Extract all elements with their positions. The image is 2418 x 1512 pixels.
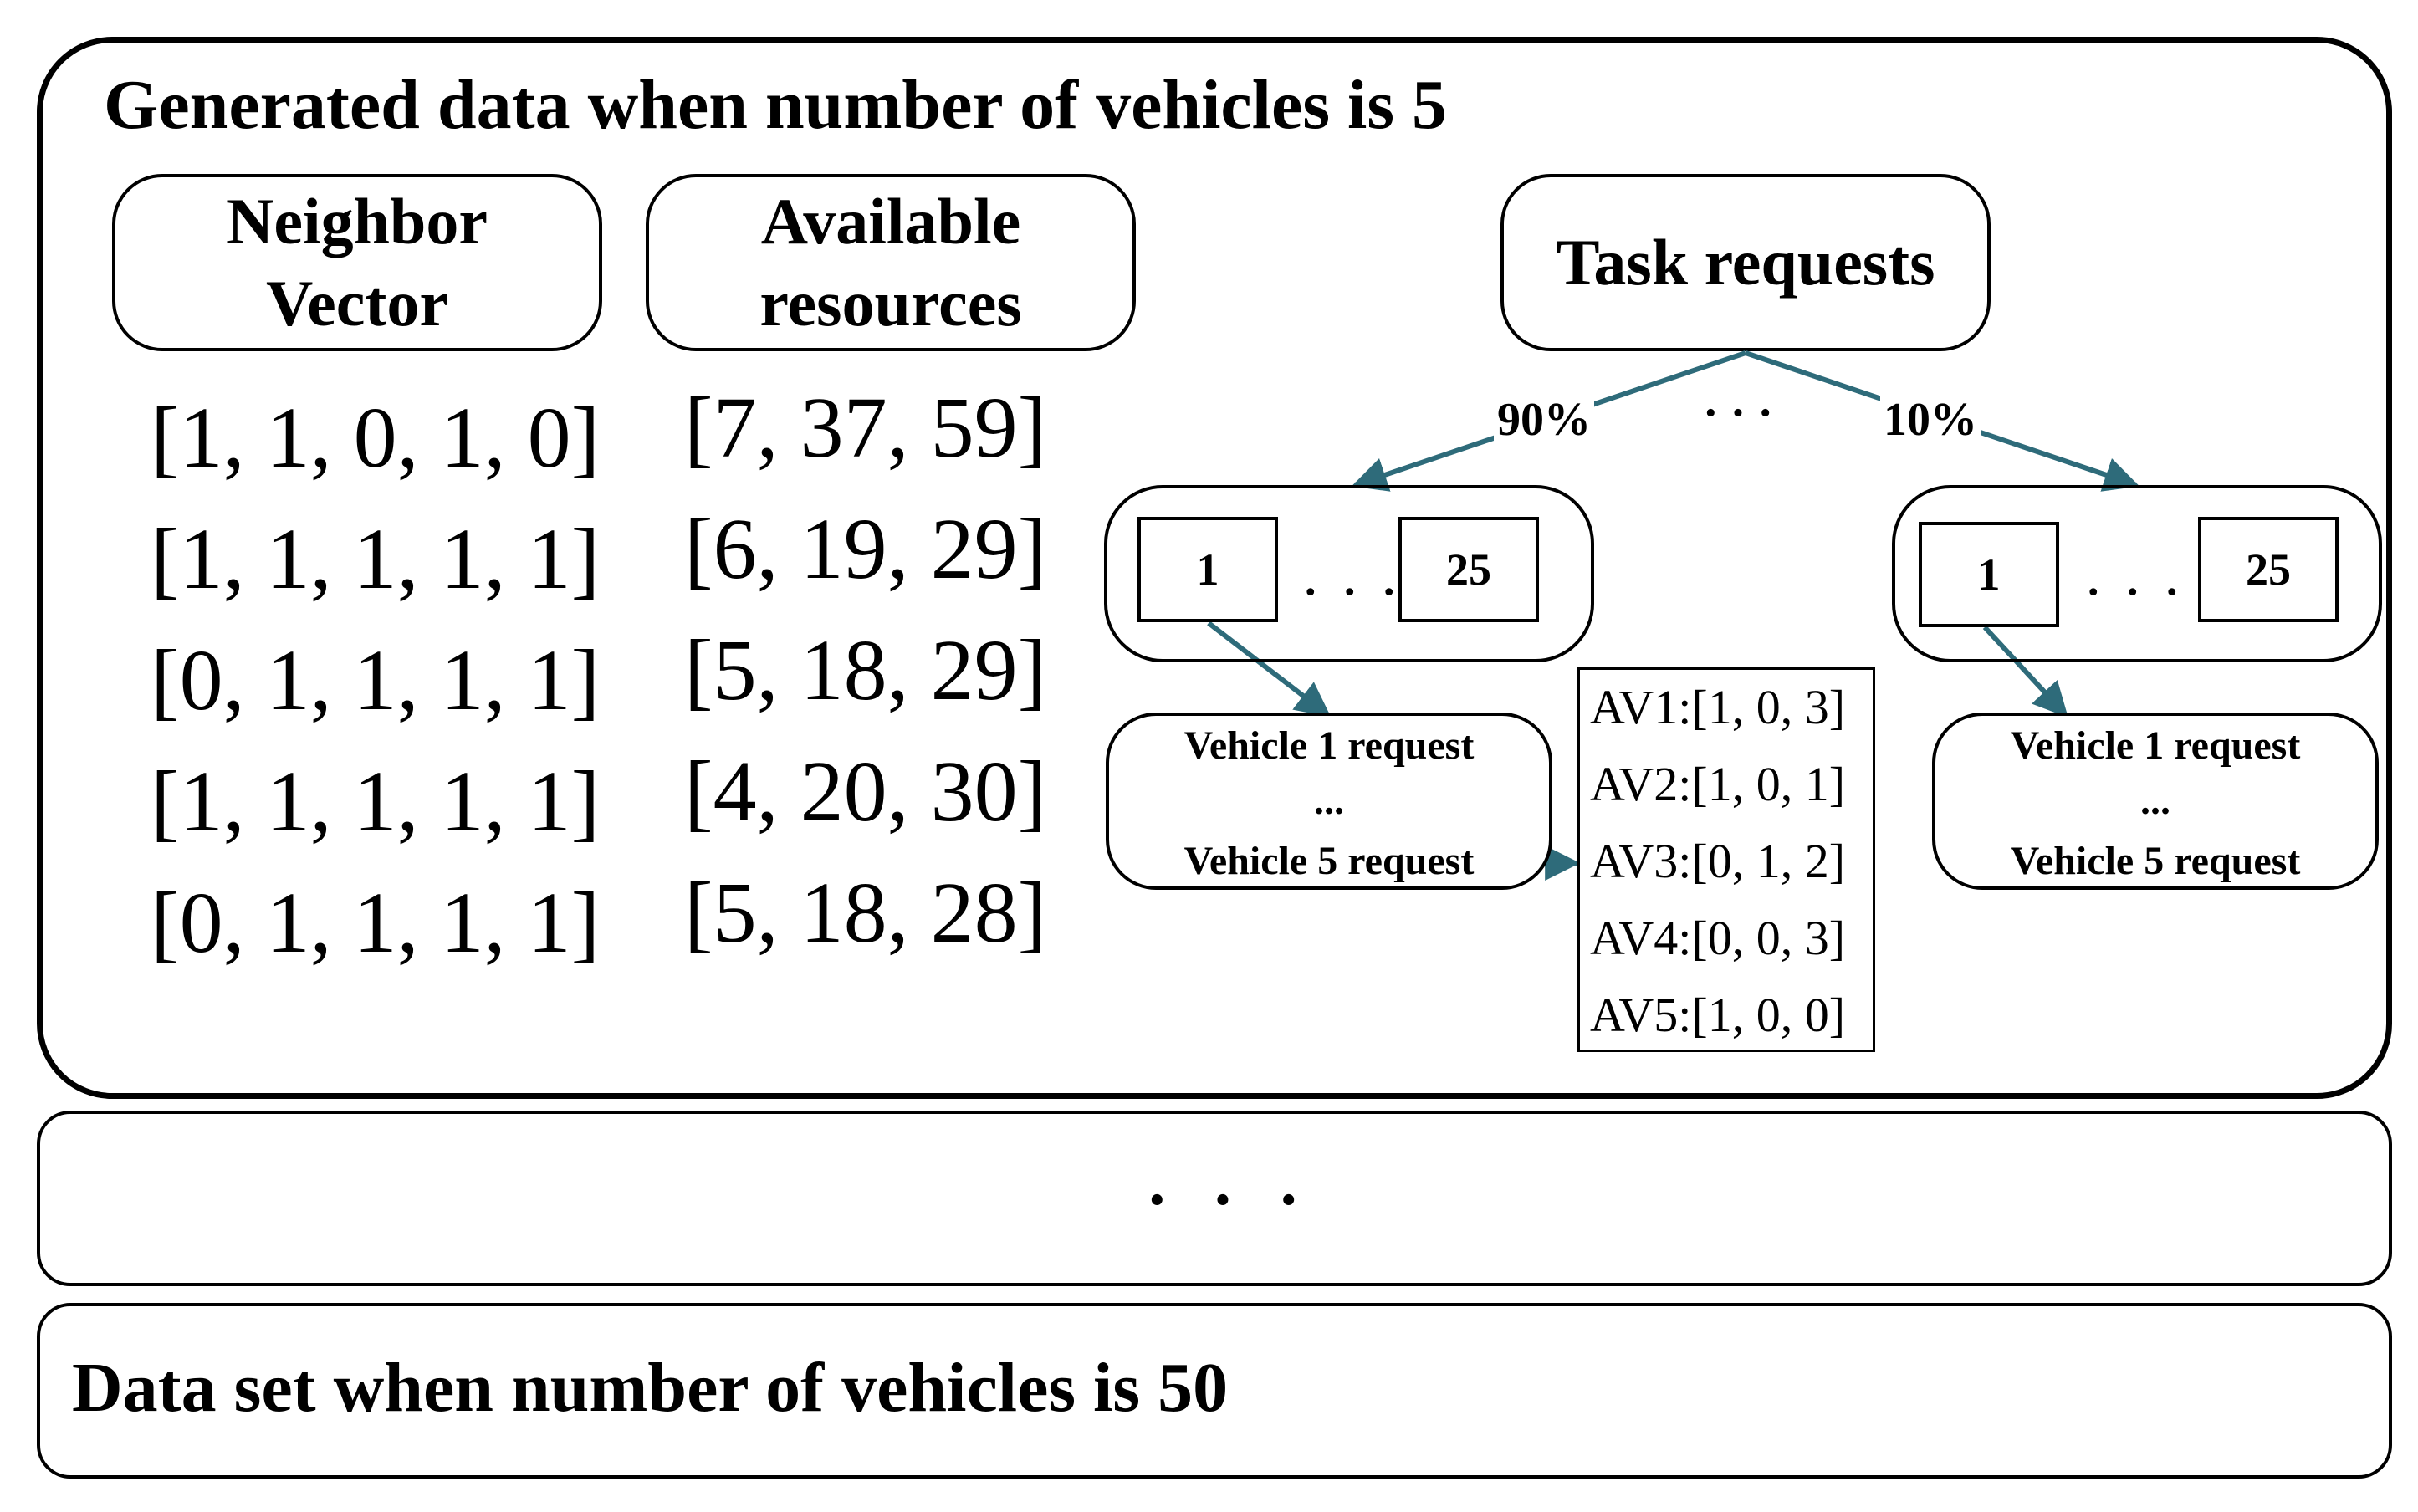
request-ellipsis: ... xyxy=(2140,779,2170,823)
request-first: Vehicle 1 request xyxy=(1183,723,1475,768)
resource-row: [5, 18, 28] xyxy=(684,865,1047,961)
split-label-left: 90% xyxy=(1494,393,1594,447)
right-vehicle-requests: Vehicle 1 request ... Vehicle 5 request xyxy=(1932,713,2379,890)
task-box-ellipsis: . . . xyxy=(1305,554,1403,605)
av-item: AV1:[1, 0, 3] xyxy=(1590,680,1846,734)
task-requests-box: Task requests xyxy=(1500,174,1991,351)
panel-title: Generated data when number of vehicles i… xyxy=(104,66,1448,144)
left-vehicle-requests: Vehicle 1 request ... Vehicle 5 request xyxy=(1106,713,1552,890)
task-box-first: 1 xyxy=(1137,517,1278,622)
av-item: AV5:[1, 0, 0] xyxy=(1590,988,1846,1042)
task-box-last: 25 xyxy=(2198,517,2339,622)
av-item: AV4:[0, 0, 3] xyxy=(1590,911,1846,965)
task-box-last: 25 xyxy=(1398,517,1539,622)
arrow-left-task-to-requests xyxy=(1207,621,1332,718)
neighbor-vector-row: [1, 1, 0, 1, 0] xyxy=(151,390,601,486)
neighbor-header-line2: Vector xyxy=(265,267,448,340)
resources-header-line1: Available xyxy=(760,185,1021,258)
resource-row: [6, 19, 29] xyxy=(684,501,1047,597)
left-task-group xyxy=(1104,485,1594,662)
resource-row: [7, 37, 59] xyxy=(684,380,1047,476)
right-task-group xyxy=(1892,485,2382,662)
arrow-right-task-to-requests xyxy=(1982,625,2068,718)
dataset-50-title: Data set when number of vehicles is 50 xyxy=(72,1349,1229,1427)
request-first: Vehicle 1 request xyxy=(2010,723,2301,768)
neighbor-header-line1: Neighbor xyxy=(227,185,488,258)
neighbor-vector-row: [1, 1, 1, 1, 1] xyxy=(151,511,601,607)
dataset-50-panel xyxy=(37,1303,2392,1479)
intermediate-panel xyxy=(37,1111,2392,1286)
middle-ellipsis: · · · xyxy=(1146,1163,1314,1237)
resource-row: [5, 18, 29] xyxy=(684,622,1047,718)
generated-data-panel xyxy=(37,37,2392,1099)
split-ellipsis: · · · xyxy=(1703,387,1774,439)
neighbor-vector-row: [0, 1, 1, 1, 1] xyxy=(151,632,601,728)
request-last: Vehicle 5 request xyxy=(2010,839,2301,883)
av-list: AV1:[1, 0, 3] AV2:[1, 0, 1] AV3:[0, 1, 2… xyxy=(1577,667,1875,1052)
neighbor-vector-row: [1, 1, 1, 1, 1] xyxy=(151,753,601,850)
request-last: Vehicle 5 request xyxy=(1183,839,1475,883)
task-box-ellipsis: . . . xyxy=(2088,554,2186,605)
resources-header-line2: resources xyxy=(759,267,1022,340)
av-item: AV2:[1, 0, 1] xyxy=(1590,757,1846,811)
task-requests-label: Task requests xyxy=(1556,226,1935,299)
request-ellipsis: ... xyxy=(1314,779,1344,823)
neighbor-vector-row: [0, 1, 1, 1, 1] xyxy=(151,875,601,971)
av-item: AV3:[0, 1, 2] xyxy=(1590,834,1846,888)
task-box-first: 1 xyxy=(1919,522,2059,627)
available-resources-header: Available resources xyxy=(646,174,1136,351)
resource-row: [4, 20, 30] xyxy=(684,743,1047,840)
split-label-right: 10% xyxy=(1880,393,1981,447)
